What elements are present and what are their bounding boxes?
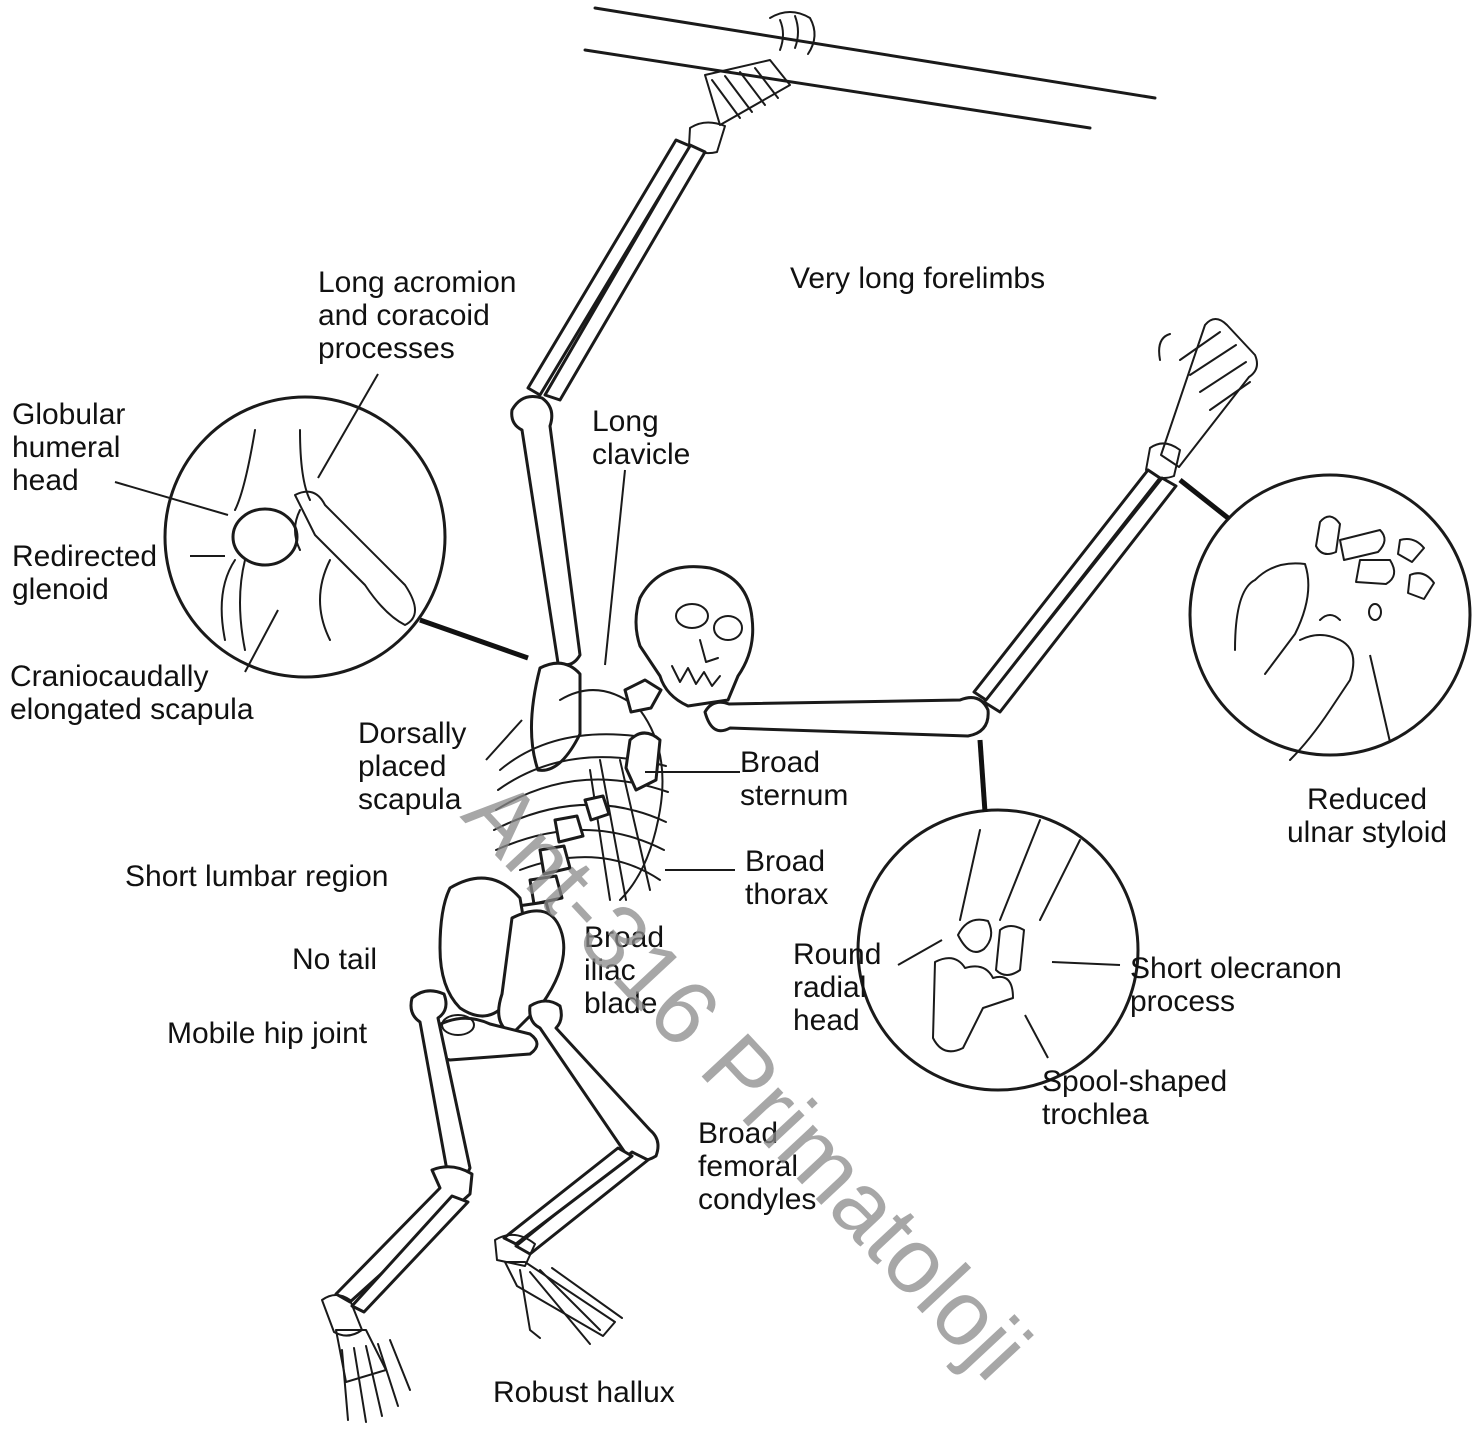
label-mobile-hip-joint: Mobile hip joint: [167, 1017, 367, 1050]
label-very-long-forelimbs: Very long forelimbs: [790, 262, 1045, 295]
label-reduced-ulnar-styloid: Reduced ulnar styloid: [1287, 783, 1447, 849]
label-no-tail: No tail: [292, 943, 377, 976]
inset-wrist: [1180, 475, 1470, 760]
label-globular-humeral-head: Globular humeral head: [12, 398, 125, 497]
label-craniocaudally-elongated-scapula: Craniocaudally elongated scapula: [10, 660, 254, 726]
label-dorsally-placed-scapula: Dorsally placed scapula: [358, 717, 466, 816]
label-robust-hallux: Robust hallux: [493, 1376, 675, 1409]
label-broad-sternum: Broad sternum: [740, 746, 848, 812]
inset-elbow: [858, 740, 1138, 1090]
label-spool-shaped-trochlea: Spool-shaped trochlea: [1042, 1065, 1227, 1131]
right-arm: [705, 319, 1257, 736]
label-redirected-glenoid: Redirected glenoid: [12, 540, 157, 606]
label-round-radial-head: Round radial head: [793, 938, 881, 1037]
label-long-acromion: Long acromion and coracoid processes: [318, 266, 516, 365]
label-long-clavicle: Long clavicle: [592, 405, 690, 471]
label-short-olecranon-process: Short olecranon process: [1130, 952, 1342, 1018]
inset-shoulder: [165, 397, 528, 677]
branch: [585, 8, 1155, 128]
label-broad-thorax: Broad thorax: [745, 845, 828, 911]
label-short-lumbar-region: Short lumbar region: [125, 860, 388, 893]
